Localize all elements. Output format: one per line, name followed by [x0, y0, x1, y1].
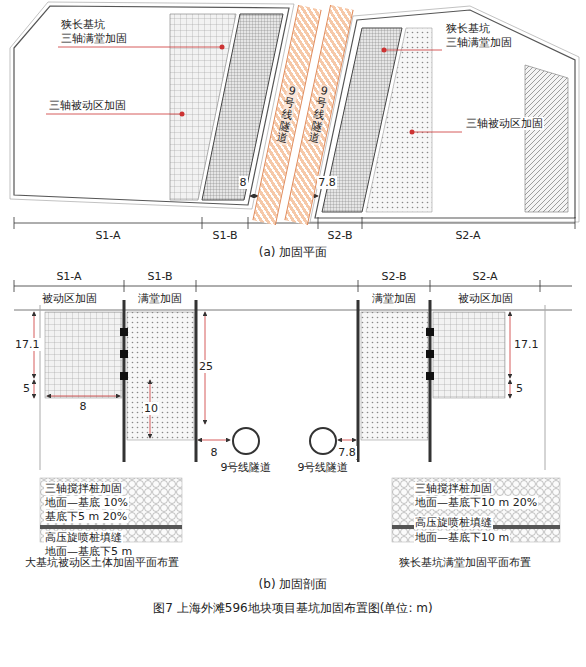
- dimension-value: 7.8: [317, 176, 337, 189]
- tunnel-label: 9号线隧道: [289, 460, 357, 475]
- section-name: S1-B: [211, 229, 238, 242]
- dimension-value: 8: [239, 176, 248, 189]
- callout-text: 三轴满堂加固: [445, 36, 513, 49]
- dimension-value: 25: [198, 360, 214, 373]
- dimension-value: 7.8: [337, 446, 357, 459]
- panel-title: 狭长基坑满堂加固平面布置: [398, 556, 532, 569]
- subfigure-caption: (b) 加固剖面: [258, 578, 329, 591]
- section-name: S2-A: [454, 229, 481, 242]
- section-name: S1-A: [55, 270, 82, 283]
- note-text: 基底下5 m 20%: [44, 510, 128, 523]
- section-name: S2-A: [471, 270, 498, 283]
- note-text: 地面—基底下10 m 20%: [414, 496, 538, 509]
- note-text: 三轴搅拌桩加固: [414, 482, 493, 495]
- dimension-value: 8: [79, 400, 88, 413]
- callout-text: 三轴被动区加固: [48, 99, 127, 112]
- dimension-value: 5: [515, 382, 524, 395]
- note-text: 地面—基底下10 m: [414, 531, 510, 544]
- tunnel-label: 9号线隧道: [275, 84, 298, 145]
- note-text: 高压旋喷桩填缝: [414, 516, 493, 529]
- dimension-value: 8: [210, 446, 219, 459]
- callout-text: 狭长基坑: [60, 18, 106, 31]
- section-name: S2-B: [380, 270, 407, 283]
- dimension-value: 17.1: [14, 338, 41, 351]
- dimension-value: 5: [22, 382, 31, 395]
- zone-label: 满堂加固: [137, 292, 183, 305]
- callout-text: 狭长基坑: [445, 22, 491, 35]
- dimension-value: 10: [143, 402, 159, 415]
- tunnel-circle: [231, 426, 261, 456]
- note-text: 高压旋喷桩填缝: [44, 531, 123, 544]
- zone-label: 被动区加固: [41, 292, 98, 305]
- tunnel-circle: [308, 426, 338, 456]
- tunnel-section: 9号线隧道: [212, 426, 280, 475]
- note-text: 地面—基底 10%: [44, 496, 129, 509]
- tunnel-label: 9号线隧道: [212, 460, 280, 475]
- callout-text: 三轴被动区加固: [465, 117, 544, 130]
- callout-text: 三轴满堂加固: [60, 32, 128, 45]
- subfigure-caption: (a) 加固平面: [258, 246, 329, 259]
- section-name: S2-B: [326, 229, 353, 242]
- section-name: S1-A: [94, 229, 121, 242]
- dimension-value: 17.1: [513, 338, 540, 351]
- panel-title: 大基坑被动区土体加固平面布置: [24, 556, 180, 569]
- zone-label: 满堂加固: [371, 292, 417, 305]
- zone-label: 被动区加固: [457, 292, 514, 305]
- figure-caption: 图7 上海外滩596地块项目基坑加固布置图(单位: m): [153, 600, 432, 617]
- tunnel-label: 9号线隧道: [307, 84, 330, 145]
- note-text: 三轴搅拌桩加固: [44, 482, 123, 495]
- section-name: S1-B: [146, 270, 173, 283]
